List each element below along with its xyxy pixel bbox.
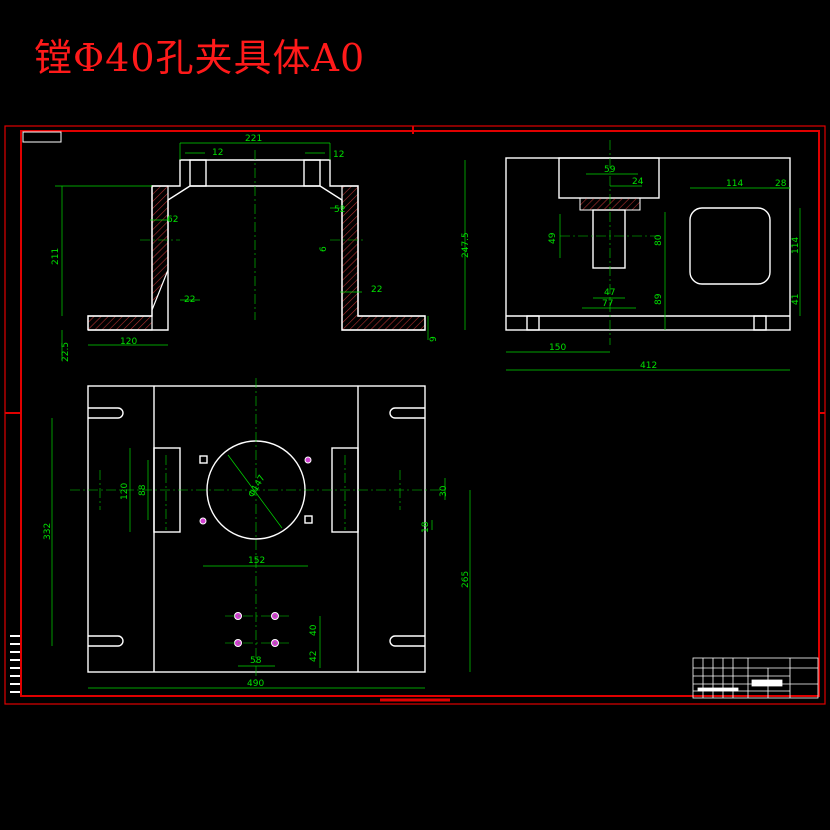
dim-top: 59 (604, 165, 616, 175)
dim-hole-x: 58 (250, 656, 262, 666)
dim-wall-left: 22 (184, 295, 195, 305)
dim-left-height: 49 (548, 232, 558, 244)
dim-slot-left: 12 (212, 148, 223, 158)
dim-step: 52 (334, 205, 345, 215)
dim-inner-left: 62 (167, 215, 178, 225)
plan-view: Φ147 120 88 332 30 18 265 152 40 42 58 4… (43, 378, 471, 689)
dim-hole-y: 40 (309, 624, 319, 636)
dim-inner-bottom: 47 (604, 288, 615, 298)
dim-wall-right: 22 (371, 285, 382, 295)
dim-total-width-plan: 490 (247, 679, 264, 689)
dim-height-total-plan: 332 (43, 523, 53, 540)
dim-bore-span: 152 (248, 556, 265, 566)
dim-hole: 6 (319, 246, 329, 252)
dim-inner-base: 77 (602, 299, 613, 309)
right-wall-section (341, 185, 426, 331)
margin-stamp (10, 635, 20, 693)
dim-base-left: 150 (549, 343, 566, 353)
dim-base-offset: 22.5 (61, 342, 71, 362)
dim-right-small: 18 (421, 521, 431, 533)
title-block (692, 657, 819, 699)
dim-base-len: 120 (120, 337, 137, 347)
drawing-frame (4, 125, 826, 705)
dim-right-slot: 30 (439, 485, 449, 497)
dim-hole-y2: 42 (309, 651, 319, 662)
dim-slot-right: 12 (333, 150, 344, 160)
dim-right-base: 41 (791, 294, 801, 305)
dim-bore-dia: Φ147 (247, 473, 268, 499)
dim-foot: 9 (429, 336, 439, 342)
dim-lower-height: 89 (654, 293, 664, 305)
dim-left-slot: 88 (138, 484, 148, 496)
drawing-title: 镗Φ40孔夹具体A0 (34, 36, 366, 80)
front-view: 221 12 12 211 247.5 22.5 120 22 22 52 62… (51, 134, 471, 362)
dim-left-inner: 120 (120, 483, 130, 500)
dim-height: 211 (51, 248, 61, 265)
dim-total: 412 (640, 361, 657, 371)
dim-total-width: 221 (245, 134, 262, 144)
dim-center-height: 80 (654, 234, 664, 246)
dim-right-height: 265 (461, 571, 471, 588)
dim-window-right: 28 (775, 179, 787, 189)
dim-window-width: 114 (726, 179, 743, 189)
dim-height-total: 247.5 (461, 232, 471, 258)
left-wall-section (87, 185, 169, 331)
dim-window-height: 114 (791, 237, 801, 254)
side-view: 59 24 114 28 114 41 49 80 89 47 77 150 4… (505, 140, 801, 371)
dim-right: 24 (632, 177, 644, 187)
